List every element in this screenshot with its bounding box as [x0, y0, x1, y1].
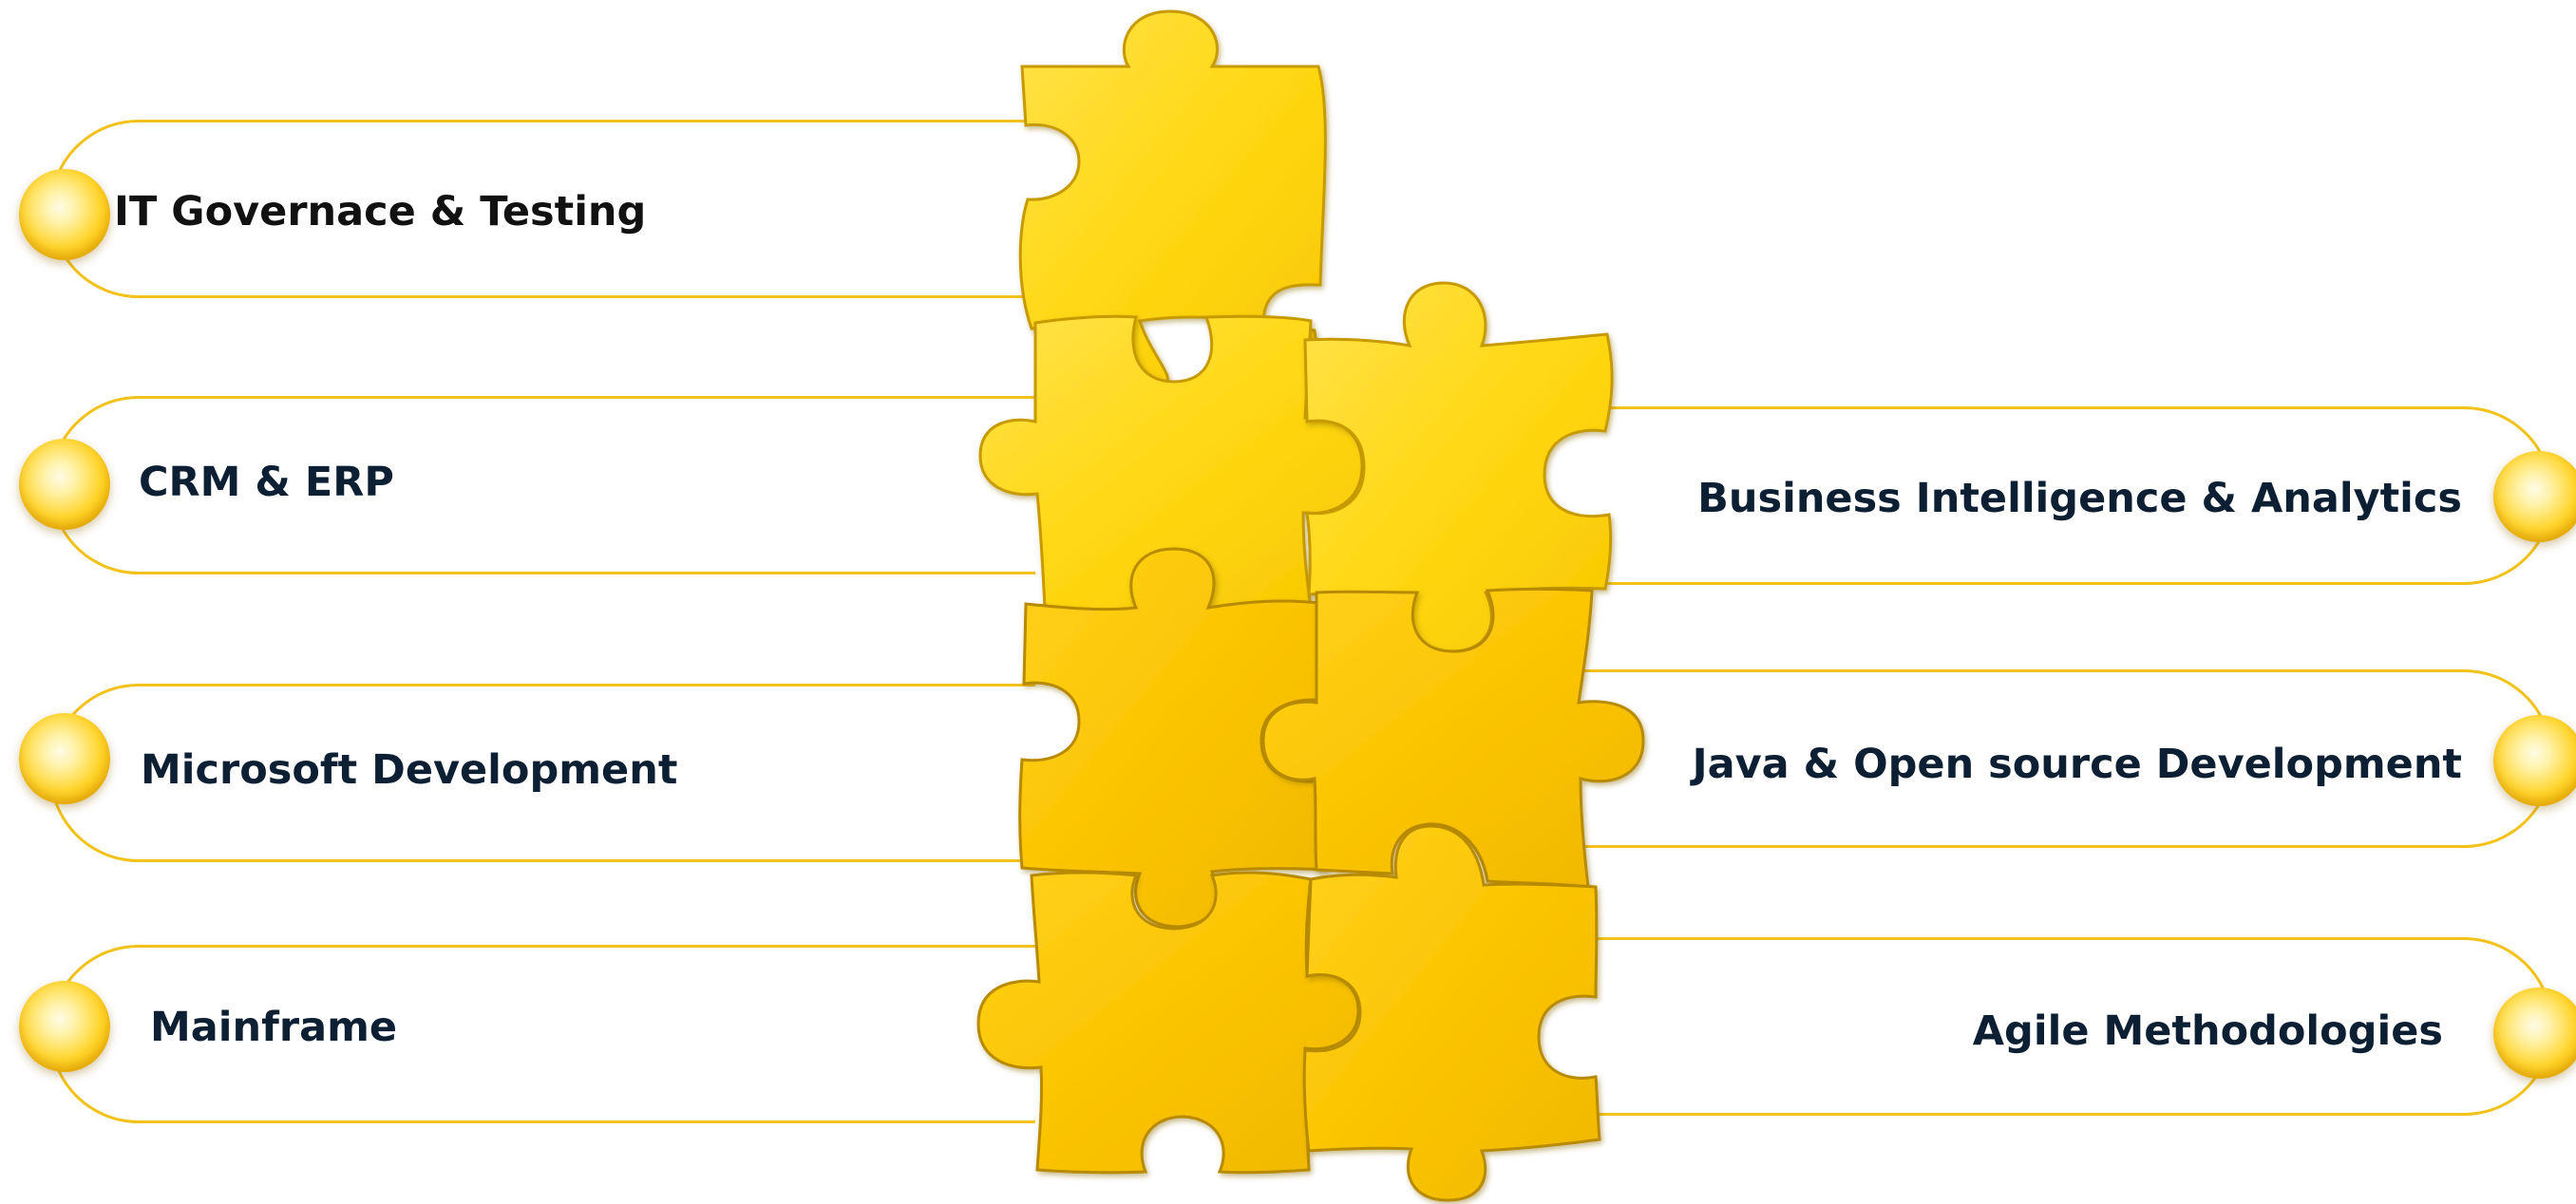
bullet-icon [19, 981, 110, 1072]
bullet-icon [19, 439, 110, 530]
item-label-microsoft: Microsoft Development [141, 746, 678, 794]
puzzle-piece [1303, 281, 1614, 653]
item-label-it-governance: IT Governace & Testing [114, 188, 647, 235]
bullet-icon [19, 713, 110, 804]
puzzle-piece [976, 871, 1360, 1175]
item-label-business-intelligence: Business Intelligence & Analytics [1697, 475, 2462, 522]
bullet-icon [19, 169, 110, 260]
item-label-agile: Agile Methodologies [1972, 1007, 2443, 1055]
puzzle-piece [1261, 588, 1645, 889]
bullet-icon [2493, 715, 2576, 806]
bullet-icon [2493, 988, 2576, 1079]
puzzle-piece [1302, 824, 1601, 1202]
item-label-java: Java & Open source Development [1692, 741, 2462, 788]
puzzle-piece [978, 314, 1364, 613]
item-label-mainframe: Mainframe [150, 1004, 398, 1051]
item-label-crm-erp: CRM & ERP [139, 459, 394, 506]
bullet-icon [2493, 451, 2576, 542]
